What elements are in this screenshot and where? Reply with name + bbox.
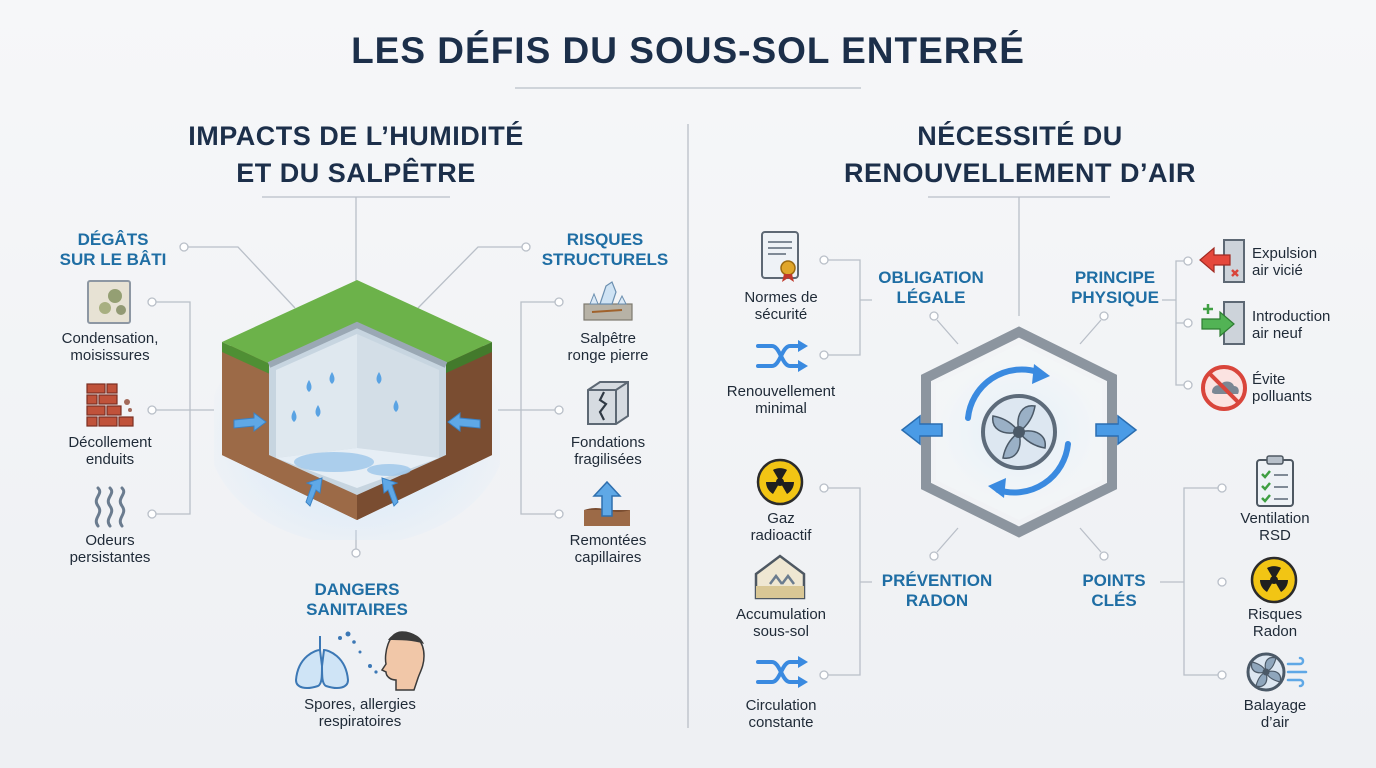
house-accumulation-icon (754, 554, 806, 600)
category-points-cles: POINTS CLÉS (1082, 571, 1146, 610)
exchange-arrows-icon (756, 656, 808, 688)
category-principe-physique: PRINCIPE PHYSIQUE (1071, 268, 1159, 307)
certificate-icon (761, 231, 799, 282)
mold-icon (87, 280, 131, 324)
category-risques-structurels: RISQUES STRUCTURELS (541, 230, 669, 269)
category-dangers-sanitaires: DANGERS SANITAIRES (306, 580, 408, 619)
item-balayage: Balayage d’air (1243, 697, 1307, 731)
exchange-arrows-icon (756, 340, 808, 372)
exit-arrow-icon (1199, 239, 1245, 283)
radiation-icon (1250, 556, 1298, 604)
item-polluants: Évite polluants (1252, 371, 1313, 405)
main-title: LES DÉFIS DU SOUS-SOL ENTERRÉ (351, 30, 1025, 71)
no-pollution-icon (1201, 365, 1247, 411)
item-circulation: Circulation constante (745, 697, 817, 731)
item-introduction: Introduction air neuf (1252, 308, 1331, 342)
salt-crystal-icon (583, 281, 633, 321)
basement-illustration (214, 280, 500, 540)
left-heading-line2: ET DU SALPÊTRE (236, 158, 476, 188)
item-remontees: Remontées capillaires (569, 532, 647, 566)
fan-wind-icon (1246, 652, 1308, 692)
item-fondations: Fondations fragilisées (570, 434, 646, 468)
category-obligation-legale: OBLIGATION LÉGALE (878, 268, 984, 307)
category-degats: DÉGÂTS SUR LE BÂTI (59, 230, 167, 269)
item-gaz: Gaz radioactif (750, 510, 812, 544)
cracked-block-icon (587, 381, 629, 425)
left-heading-line1: IMPACTS DE L’HUMIDITÉ (188, 121, 524, 151)
right-heading-line1: NÉCESSITÉ DU (917, 121, 1123, 151)
item-normes: Normes de sécurité (744, 289, 818, 323)
item-decollement: Décollement enduits (68, 434, 152, 468)
lungs-icon (294, 631, 425, 691)
brick-wall-icon (86, 383, 134, 427)
item-expulsion: Expulsion air vicié (1252, 245, 1318, 279)
item-renouvellement: Renouvellement minimal (726, 383, 836, 417)
item-ventilation-rsd: Ventilation RSD (1240, 510, 1310, 544)
item-risques-radon: Risques Radon (1247, 606, 1303, 640)
left-section-heading: IMPACTS DE L’HUMIDITÉ ET DU SALPÊTRE (150, 118, 562, 192)
item-odeurs: Odeurs persistantes (69, 532, 151, 566)
right-section-heading: NÉCESSITÉ DU RENOUVELLEMENT D’AIR (800, 118, 1240, 192)
category-prevention-radon: PRÉVENTION RADON (881, 571, 993, 610)
odor-waves-icon (94, 486, 126, 528)
capillary-arrow-icon (584, 480, 630, 526)
radiation-icon (756, 458, 804, 506)
ventilation-hexagon-illustration (900, 326, 1138, 538)
item-spores: Spores, allergies respiratoires (304, 696, 416, 730)
item-accumulation: Accumulation sous-sol (735, 606, 827, 640)
checklist-icon (1256, 455, 1294, 507)
item-condensation: Condensation, moisissures (61, 330, 159, 364)
item-salpetre: Salpêtre ronge pierre (567, 330, 649, 364)
enter-arrow-icon (1201, 301, 1245, 345)
right-heading-line2: RENOUVELLEMENT D’AIR (843, 158, 1196, 188)
